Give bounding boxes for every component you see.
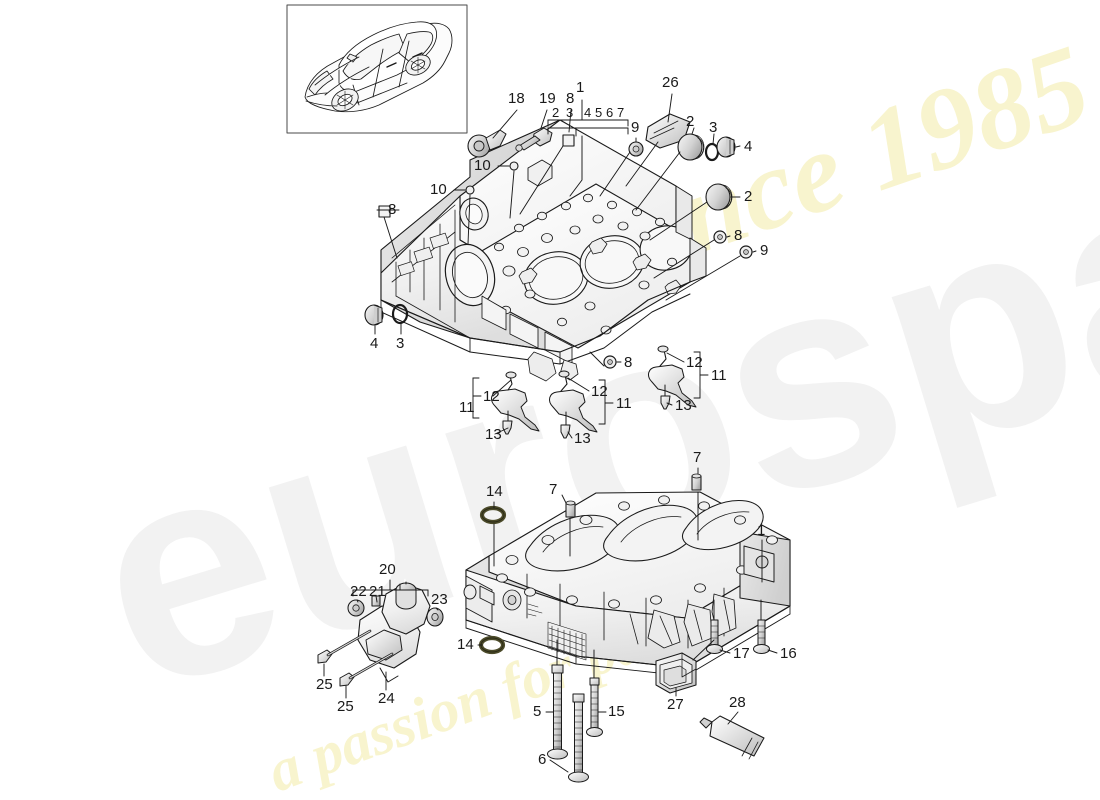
- callout-number: 3: [709, 119, 718, 136]
- part-7-sleeve-lower: [565, 500, 576, 518]
- callout-number: 3: [396, 335, 405, 352]
- callout-number: 18: [508, 90, 525, 107]
- part-9-plug-top: [628, 141, 644, 157]
- callout-number: 5: [595, 105, 603, 120]
- callout-number: 28: [729, 694, 746, 711]
- callout-number: 4: [584, 105, 592, 120]
- callout-number: 26: [662, 74, 679, 91]
- callout-number: 10: [430, 181, 447, 198]
- tensioner-bracket-assembly: [317, 582, 444, 687]
- part-16-bolt: [753, 619, 770, 654]
- part-8-washer-right: [713, 230, 727, 244]
- callout-number: 4: [370, 335, 379, 352]
- part-10-dowel-a: [509, 161, 519, 171]
- vehicle-illustration-box: [286, 4, 468, 134]
- callout-number: 9: [760, 242, 769, 259]
- part-4-screw-plug-a: [716, 136, 736, 158]
- callout-number: 8: [566, 90, 575, 107]
- part-26-heat-shield: [645, 113, 691, 149]
- callout-number: 2: [686, 113, 695, 130]
- part-28-sealant-tube: [699, 715, 765, 760]
- callout-number: 4: [744, 138, 753, 155]
- callout-number: 5: [533, 703, 542, 720]
- callout-number: 12: [483, 388, 500, 405]
- callout-number: 7: [693, 449, 702, 466]
- leader-lines: [323, 93, 778, 773]
- callout-number: 6: [538, 751, 547, 768]
- callout-number: 1: [576, 79, 585, 96]
- part-25-bolt-b: [339, 652, 394, 687]
- part-19-bolt: [515, 127, 553, 152]
- callout-number: 25: [337, 698, 354, 715]
- callout-number: 14: [457, 636, 474, 653]
- callout-number: 14: [486, 483, 503, 500]
- part-8-washer-top: [562, 134, 575, 147]
- upper-crankcase-assembly: [380, 119, 707, 382]
- callout-number: 2: [744, 188, 753, 205]
- part-4-screw-plug-b: [364, 304, 384, 326]
- part-5-long-bolt: [547, 664, 568, 760]
- callout-number: 7: [617, 105, 625, 120]
- part-6-long-bolt: [568, 693, 589, 783]
- oil-spray-nozzle-right: [648, 345, 697, 410]
- part-2-core-plug-a: [677, 133, 705, 161]
- callout-number: 15: [608, 703, 625, 720]
- callout-number: 13: [574, 430, 591, 447]
- callout-number: 10: [474, 157, 491, 174]
- part-18-plug: [467, 129, 507, 158]
- lower-crankcase-assembly: [463, 491, 791, 677]
- callout-number: 12: [591, 383, 608, 400]
- part-17-bolt: [706, 619, 723, 654]
- callout-number: 13: [485, 426, 502, 443]
- callout-number: 13: [675, 397, 692, 414]
- callout-number: 16: [780, 645, 797, 662]
- part-8-washer-left: [378, 205, 391, 218]
- part-10-dowel-b: [465, 185, 475, 195]
- callout-number: 8: [734, 227, 743, 244]
- callout-number: 8: [624, 354, 633, 371]
- callout-number: 11: [459, 399, 475, 416]
- part-14-oring-lower: [478, 635, 506, 655]
- callout-number: 19: [539, 90, 556, 107]
- part-25-bolt-a: [317, 629, 372, 664]
- oil-spray-nozzle-mid: [549, 370, 598, 439]
- callout-number: 7: [549, 481, 558, 498]
- part-8-washer-mid: [603, 355, 617, 369]
- part-9-plug-right: [739, 245, 753, 259]
- callout-number: 20: [379, 561, 396, 578]
- callout-number: 22: [350, 583, 367, 600]
- callout-number: 23: [431, 591, 448, 608]
- callout-number: 1: [757, 522, 766, 539]
- callout-number: 3: [566, 105, 574, 120]
- part-14-oring-upper: [479, 505, 507, 525]
- callout-number: 17: [733, 645, 750, 662]
- callout-number: 11: [711, 367, 727, 384]
- callout-number: 8: [388, 201, 397, 218]
- callout-number: 25: [316, 676, 333, 693]
- callout-number: 24: [378, 690, 395, 707]
- part-3-ring-b: [391, 303, 409, 325]
- callout-number: 9: [631, 119, 640, 136]
- callout-number: 2: [552, 105, 560, 120]
- part-15-bolt: [586, 677, 603, 737]
- callout-number: 27: [667, 696, 684, 713]
- callout-number: 12: [686, 354, 703, 371]
- callout-number: 21: [369, 583, 386, 600]
- callout-number: 6: [606, 105, 614, 120]
- part-7-sleeve-upper: [691, 473, 702, 491]
- oil-spray-nozzle-left: [491, 371, 540, 435]
- part-2-core-plug-b: [705, 183, 733, 211]
- part-27-cap: [655, 652, 697, 694]
- callout-number: 11: [616, 395, 632, 412]
- part-3-ring-a: [704, 142, 720, 162]
